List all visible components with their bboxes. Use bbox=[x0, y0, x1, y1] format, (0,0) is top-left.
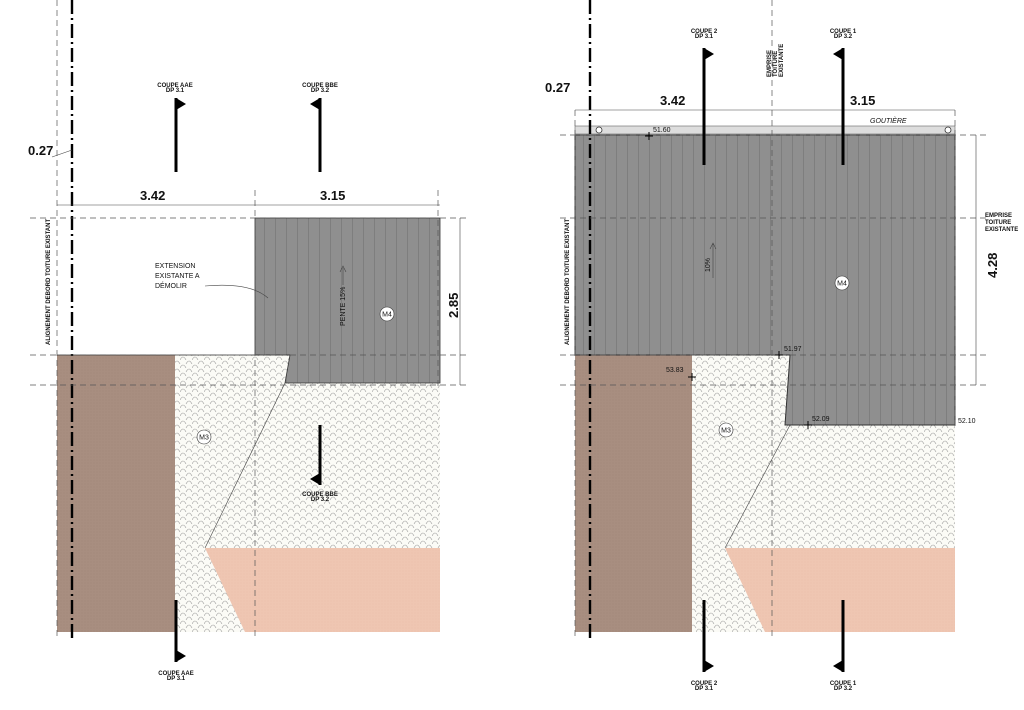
svg-text:DP 3.2: DP 3.2 bbox=[311, 88, 330, 94]
svg-text:EXISTANTE: EXISTANTE bbox=[779, 44, 785, 77]
svg-text:COUPE AAE: COUPE AAE bbox=[157, 83, 192, 89]
svg-text:DÉMOLIR: DÉMOLIR bbox=[155, 281, 187, 290]
tile-tag-m3: M3 bbox=[199, 435, 209, 442]
level-53-83: 53.83 bbox=[666, 367, 684, 374]
section-marker-2-bottom: COUPE 2 DP 3.1 bbox=[691, 600, 718, 692]
level-51-97: 51.97 bbox=[784, 346, 802, 353]
level-51-60: 51.60 bbox=[653, 127, 671, 134]
dim-width-b: 3.15 bbox=[850, 93, 875, 108]
party-wall-area bbox=[57, 355, 175, 632]
svg-text:COUPE 1: COUPE 1 bbox=[830, 681, 857, 687]
section-marker-1-top: COUPE 1 DP 3.2 bbox=[830, 29, 857, 165]
svg-text:DP 3.1: DP 3.1 bbox=[695, 686, 714, 692]
svg-text:TOITURE: TOITURE bbox=[773, 51, 779, 77]
level-52-10: 52.10 bbox=[958, 418, 976, 425]
gutter bbox=[574, 125, 956, 135]
slope-label: 10% bbox=[705, 258, 712, 272]
emprise-vertical-note: EMPRISE TOITURE EXISTANTE bbox=[767, 44, 785, 77]
right-plan: GOUTIÈRE 0.27 3.42 3.15 4.28 EMPRISE TOI… bbox=[545, 0, 1018, 692]
dim-height: 4.28 bbox=[985, 253, 1000, 278]
svg-text:DP 3.1: DP 3.1 bbox=[166, 88, 185, 94]
svg-text:EXISTANTE A: EXISTANTE A bbox=[155, 273, 200, 280]
alignment-note: ALIGNEMENT DEBORD TOITURE EXISTANT bbox=[46, 219, 52, 345]
svg-text:EXISTANTE: EXISTANTE bbox=[985, 227, 1018, 233]
svg-text:EMPRISE: EMPRISE bbox=[767, 50, 773, 77]
svg-text:COUPE AAE: COUPE AAE bbox=[158, 671, 193, 677]
roof-tag-m4: M4 bbox=[837, 281, 847, 288]
svg-text:DP 3.2: DP 3.2 bbox=[834, 686, 853, 692]
svg-text:DP 3.2: DP 3.2 bbox=[834, 34, 853, 40]
dim-width-b: 3.15 bbox=[320, 188, 345, 203]
svg-text:DP 3.2: DP 3.2 bbox=[311, 497, 330, 503]
svg-text:COUPE 1: COUPE 1 bbox=[830, 29, 857, 35]
alignment-note: ALIGNEMENT DEBORD TOITURE EXISTANT bbox=[565, 219, 571, 345]
svg-text:EXTENSION: EXTENSION bbox=[155, 263, 195, 270]
svg-text:COUPE 2: COUPE 2 bbox=[691, 29, 718, 35]
roof-tag-m4: M4 bbox=[382, 312, 392, 319]
level-markers: 51.60 51.97 53.83 52.09 52.10 bbox=[645, 127, 976, 429]
section-marker-aae-bottom: COUPE AAE DP 3.1 bbox=[158, 600, 194, 682]
party-wall-area bbox=[575, 355, 692, 632]
extension-note: EXTENSION EXISTANTE A DÉMOLIR bbox=[155, 263, 269, 299]
svg-text:COUPE BBE: COUPE BBE bbox=[302, 83, 338, 89]
tile-tag-m3: M3 bbox=[721, 428, 731, 435]
dim-overhang: 0.27 bbox=[545, 80, 570, 95]
section-marker-1-bottom: COUPE 1 DP 3.2 bbox=[830, 600, 857, 692]
neighbour-roof-area bbox=[725, 548, 955, 632]
slope-label: PENTE 15% bbox=[340, 287, 347, 326]
section-marker-aae-top: COUPE AAE DP 3.1 bbox=[157, 83, 193, 172]
section-marker-bbe-top: COUPE BBE DP 3.2 bbox=[302, 83, 338, 172]
svg-text:TOITURE: TOITURE bbox=[985, 220, 1011, 226]
neighbour-roof-area bbox=[205, 548, 440, 632]
svg-text:COUPE BBE: COUPE BBE bbox=[302, 492, 338, 498]
dim-overhang: 0.27 bbox=[28, 143, 53, 158]
level-52-09: 52.09 bbox=[812, 416, 830, 423]
svg-text:EMPRISE: EMPRISE bbox=[985, 213, 1012, 219]
svg-text:DP 3.1: DP 3.1 bbox=[695, 34, 714, 40]
gutter-label: GOUTIÈRE bbox=[870, 116, 907, 125]
section-marker-bbe-mid: COUPE BBE DP 3.2 bbox=[302, 425, 338, 503]
dim-width-a: 3.42 bbox=[140, 188, 165, 203]
left-plan: 0.27 3.42 3.15 2.85 ALIGNEMENT DEBORD TO… bbox=[28, 0, 470, 682]
svg-text:COUPE 2: COUPE 2 bbox=[691, 681, 718, 687]
dim-height: 2.85 bbox=[446, 293, 461, 318]
svg-text:DP 3.1: DP 3.1 bbox=[167, 676, 186, 682]
emprise-side-note: EMPRISE TOITURE EXISTANTE bbox=[985, 213, 1018, 233]
section-marker-2-top: COUPE 2 DP 3.1 bbox=[691, 29, 718, 165]
dim-width-a: 3.42 bbox=[660, 93, 685, 108]
